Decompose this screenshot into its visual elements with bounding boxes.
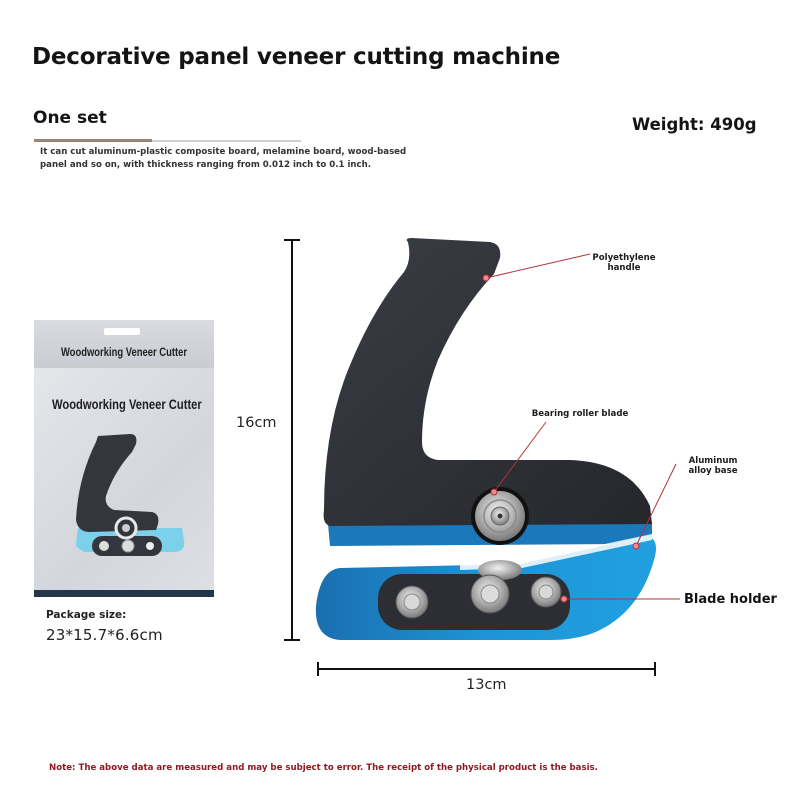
page-title: Decorative panel veneer cutting machine xyxy=(32,44,561,70)
base-callout-line xyxy=(635,463,677,547)
product-image xyxy=(315,238,680,640)
bearing-callout-line xyxy=(493,421,547,493)
height-dimension-label: 16cm xyxy=(236,415,277,431)
callout-blade-holder: Blade holder xyxy=(684,592,777,607)
height-dimension-cap-bottom xyxy=(284,639,300,641)
polyethylene-handle xyxy=(323,238,652,526)
set-label: One set xyxy=(33,108,107,128)
disclaimer-note: Note: The above data are measured and ma… xyxy=(49,763,598,773)
height-dimension-line xyxy=(291,240,293,640)
callout-bearing: Bearing roller blade xyxy=(531,409,629,419)
box-front: Woodworking Veneer Cutter xyxy=(34,368,214,590)
weight-label: Weight: 490g xyxy=(632,115,757,134)
width-dimension-cap-left xyxy=(317,662,319,676)
callout-handle: Polyethylene handle xyxy=(592,253,656,273)
box-product-illustration xyxy=(75,434,185,556)
width-dimension-label: 13cm xyxy=(466,677,507,693)
box-front-label: Woodworking Veneer Cutter xyxy=(52,396,202,412)
width-dimension-cap-right xyxy=(654,662,656,676)
base-callout-dot xyxy=(632,542,640,550)
accent-bar xyxy=(34,139,152,142)
handle-callout-dot xyxy=(482,274,490,282)
divider xyxy=(152,140,301,142)
blade-holder-callout-dot xyxy=(560,595,568,603)
hang-tab xyxy=(104,328,140,335)
package-size-value: 23*15.7*6.6cm xyxy=(46,626,163,644)
callout-base: Aluminum alloy base xyxy=(688,456,738,476)
height-dimension-cap-top xyxy=(284,239,300,241)
box-top-flap: Woodworking Veneer Cutter xyxy=(34,320,214,368)
handle-callout-line xyxy=(485,253,591,279)
bearing-callout-dot xyxy=(490,488,498,496)
package-size-label: Package size: xyxy=(46,609,127,621)
box-bottom-edge xyxy=(34,590,214,597)
box-top-label: Woodworking Veneer Cutter xyxy=(60,347,188,359)
width-dimension-line xyxy=(318,668,655,670)
product-description: It can cut aluminum-plastic composite bo… xyxy=(40,147,407,170)
package-box-image: Woodworking Veneer Cutter Woodworking Ve… xyxy=(34,320,214,597)
